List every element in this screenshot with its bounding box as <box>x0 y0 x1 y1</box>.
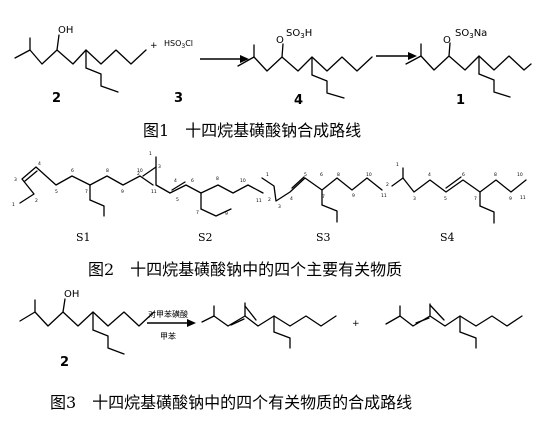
atom-number: 7 <box>85 189 88 195</box>
atom-number: 1 <box>149 151 152 157</box>
atom-number: 3 <box>14 177 17 183</box>
oh-label: OH <box>58 25 73 36</box>
oh-label: OH <box>64 289 79 300</box>
atom-number: 1 <box>396 162 399 168</box>
atom-number: 5 <box>176 197 179 203</box>
product-structure-a <box>201 302 337 349</box>
atom-number: 8 <box>494 172 497 178</box>
atom-number: 4 <box>428 172 431 178</box>
atom-number: 9 <box>121 189 124 195</box>
atom-number: 7 <box>196 210 199 216</box>
reagent-toluene: 甲苯 <box>160 331 176 341</box>
atom-number: 11 <box>520 195 526 201</box>
atom-number: 6 <box>320 172 323 178</box>
compound-1-structure: O SO3Na <box>405 28 532 98</box>
atom-number: 3 <box>413 196 416 202</box>
reagent-chlorosulfonic-acid: HSO3Cl <box>164 39 193 50</box>
atom-number: 2 <box>35 198 38 204</box>
atom-number: 7 <box>474 196 477 202</box>
product-structure-b <box>385 303 523 349</box>
atom-number: 4 <box>174 178 177 184</box>
atom-number: 10 <box>366 172 372 178</box>
compound-id-4: 4 <box>294 93 303 108</box>
atom-number: 8 <box>337 172 340 178</box>
atom-number: 2 <box>137 171 140 177</box>
atom-number: 9 <box>509 196 512 202</box>
compound-id-3: 3 <box>174 91 183 106</box>
atom-number: 6 <box>462 172 465 178</box>
so3na-label: SO3Na <box>455 28 487 40</box>
atom-number: 6 <box>191 178 194 184</box>
atom-number: 11 <box>256 198 262 204</box>
o-label: O <box>276 35 284 46</box>
atom-number: 5 <box>444 196 447 202</box>
atom-number: 7 <box>322 194 325 200</box>
atom-number: 11 <box>151 189 157 195</box>
atom-number: 11 <box>381 193 387 199</box>
compound-id-2: 2 <box>60 355 69 370</box>
reagent-p-toluenesulfonic-acid: 对甲苯磺酸 <box>148 309 188 319</box>
label-s2: S2 <box>198 231 213 244</box>
atom-number: 9 <box>225 211 228 217</box>
caption-figure-1: 图1 十四烷基磺酸钠合成路线 <box>143 121 361 140</box>
atom-number: 2 <box>268 197 271 203</box>
atom-number: 1 <box>12 202 15 208</box>
caption-figure-2: 图2 十四烷基磺酸钠中的四个主要有关物质 <box>88 260 402 279</box>
plus-sign: + <box>150 41 158 51</box>
arrow-2 <box>376 52 417 60</box>
compound-id-2: 2 <box>52 91 61 106</box>
structure-s4: 1 2 3 4 5 6 7 8 9 10 11 <box>386 162 527 224</box>
atom-number: 4 <box>38 161 41 167</box>
compound-4-structure: O SO3H <box>237 28 373 99</box>
caption-figure-3: 图3 十四烷基磺酸钠中的四个有关物质的合成路线 <box>50 393 412 412</box>
atom-number: 5 <box>55 189 58 195</box>
compound-id-1: 1 <box>456 93 465 108</box>
atom-number: 2 <box>386 182 389 188</box>
label-s4: S4 <box>440 231 455 244</box>
structure-s2: 1 2 3 4 5 6 7 8 9 10 11 <box>137 151 264 217</box>
label-s3: S3 <box>316 231 331 244</box>
atom-number: 8 <box>216 176 219 182</box>
atom-number: 1 <box>266 172 269 178</box>
arrow-3 <box>147 319 196 327</box>
atom-number: 4 <box>290 196 293 202</box>
atom-number: 10 <box>517 172 523 178</box>
atom-number: 10 <box>240 178 246 184</box>
atom-number: 3 <box>278 204 281 210</box>
atom-number: 8 <box>106 168 109 174</box>
compound-2-structure: OH <box>14 25 147 93</box>
structure-s3: 1 2 3 4 5 6 7 8 9 10 11 <box>261 172 387 223</box>
atom-number: 6 <box>71 168 74 174</box>
atom-number: 5 <box>304 172 307 178</box>
atom-number: 9 <box>352 193 355 199</box>
compound-2-structure-scheme3: OH <box>19 289 155 355</box>
plus-sign: + <box>352 319 360 329</box>
so3h-label: SO3H <box>286 28 312 40</box>
atom-number: 3 <box>158 164 161 170</box>
label-s1: S1 <box>76 231 91 244</box>
arrow-1 <box>200 55 249 63</box>
o-label: O <box>443 35 451 46</box>
atom-number: 10 <box>137 168 143 174</box>
structure-s1: 1 2 3 4 5 6 7 8 9 10 11 <box>12 161 157 217</box>
